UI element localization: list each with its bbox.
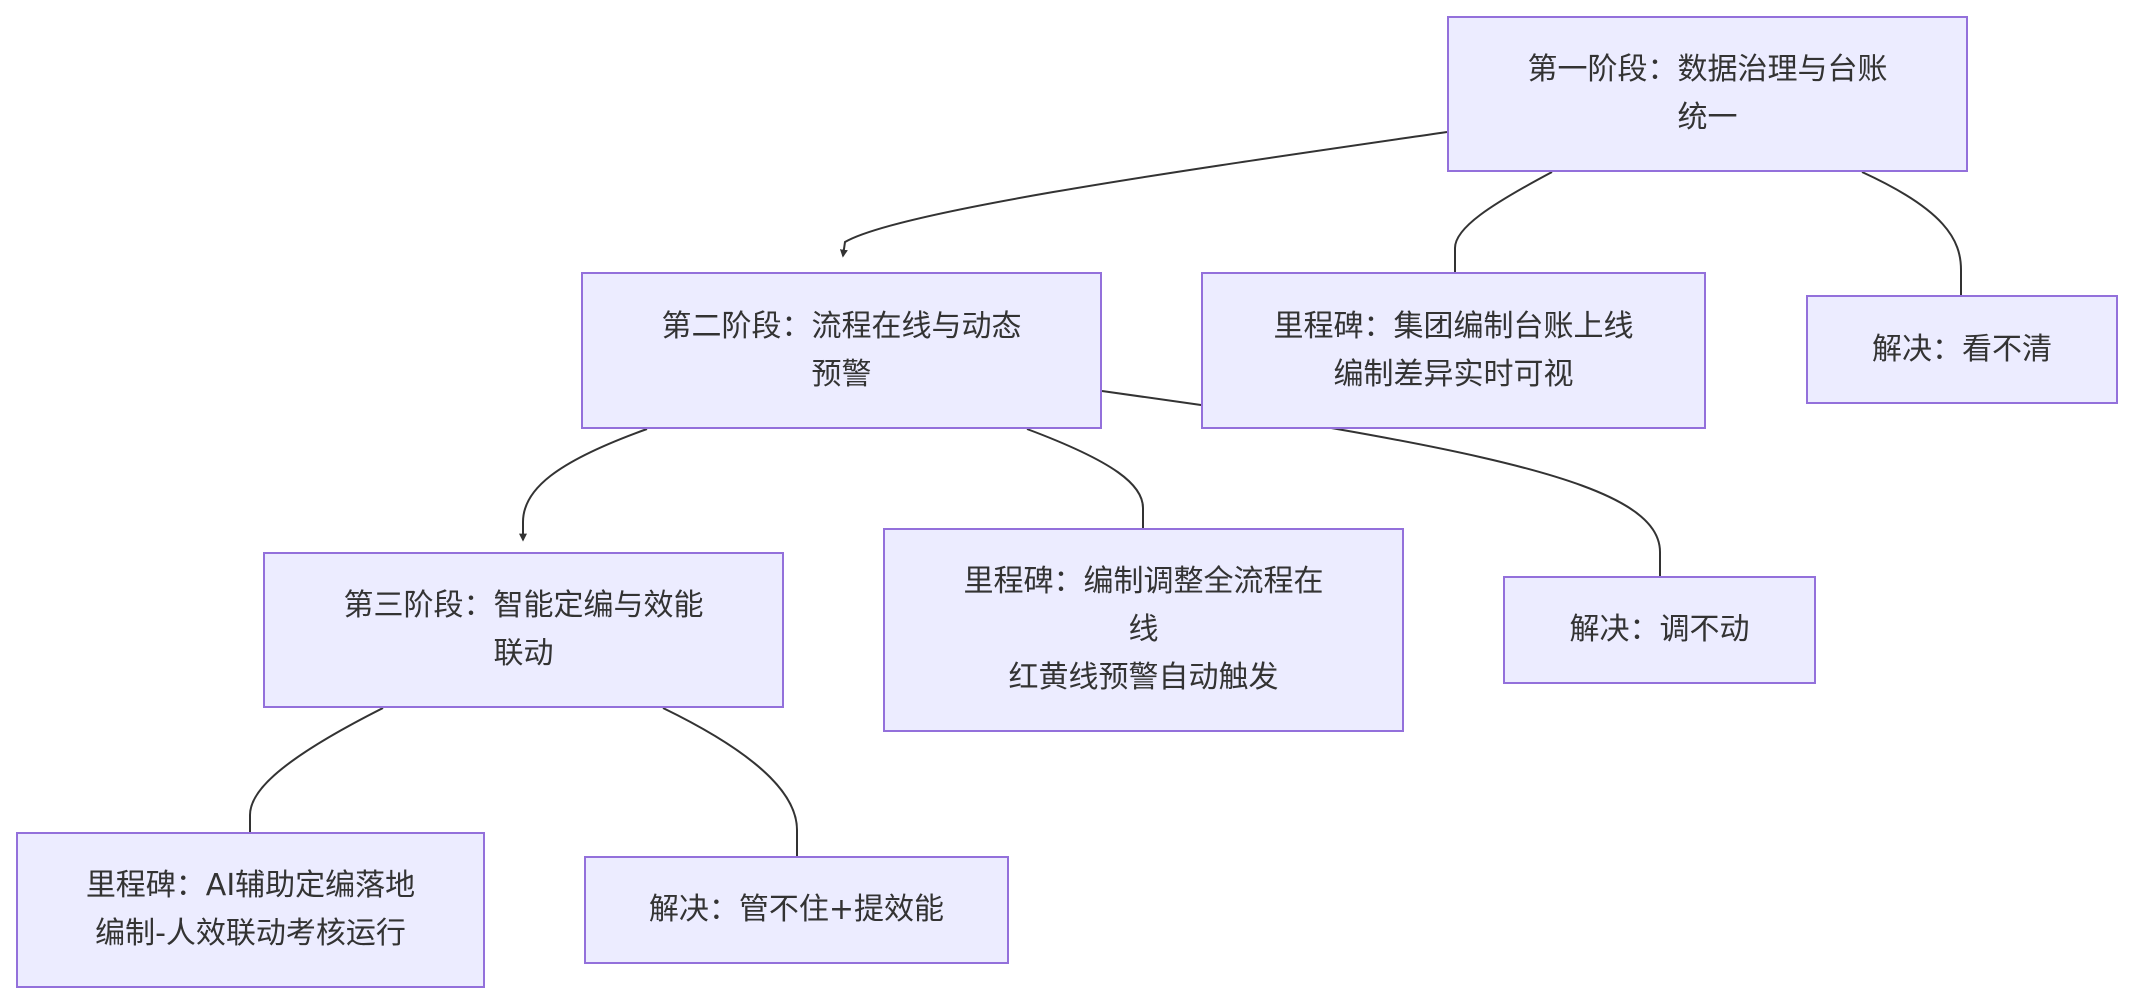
node-solve3[interactable]: 解决：管不住+提效能 [584,856,1009,964]
node-milestone1[interactable]: 里程碑：集团编制台账上线 编制差异实时可视 [1201,272,1706,429]
node-stage1[interactable]: 第一阶段：数据治理与台账 统一 [1447,16,1968,172]
node-stage3[interactable]: 第三阶段：智能定编与效能 联动 [263,552,784,708]
node-solve3-line-1: 解决：管不住+提效能 [648,892,945,927]
node-stage2-line-2: 预警 [811,356,872,392]
node-milestone1-line-2: 编制差异实时可视 [1333,356,1574,392]
edge-stage2-stage3 [519,428,648,542]
node-milestone3-line-1: 里程碑：AI辅助定编落地 [85,868,416,903]
edge-stage1-milestone1 [1454,171,1553,272]
node-stage3-line-1: 第三阶段：智能定编与效能 [343,588,704,623]
edge-stage1-stage2 [839,131,1448,258]
node-stage1-line-2: 统一 [1677,100,1738,135]
edge-stage3-milestone3 [249,707,384,832]
node-stage3-line-2: 联动 [493,636,554,671]
node-milestone2-line-2: 线 [1128,612,1159,647]
node-solve2[interactable]: 解决：调不动 [1503,576,1816,684]
edge-stage2-milestone2 [1026,428,1144,528]
node-milestone2-line-3: 红黄线预警自动触发 [1008,660,1279,695]
node-stage2[interactable]: 第二阶段：流程在线与动态 预警 [581,272,1102,429]
node-stage1-line-1: 第一阶段：数据治理与台账 [1527,52,1888,87]
node-milestone2[interactable]: 里程碑：编制调整全流程在 线 红黄线预警自动触发 [883,528,1404,732]
node-solve2-line-1: 解决：调不动 [1569,612,1750,647]
node-milestone2-line-1: 里程碑：编制调整全流程在 [963,564,1324,599]
edge-stage1-solve1 [1861,171,1962,295]
node-solve1[interactable]: 解决：看不清 [1806,295,2118,404]
node-solve1-line-1: 解决：看不清 [1872,331,2052,367]
node-milestone3-line-2: 编制-人效联动考核运行 [95,916,406,951]
node-milestone3[interactable]: 里程碑：AI辅助定编落地 编制-人效联动考核运行 [16,832,485,988]
edge-stage3-solve3 [662,707,798,856]
node-milestone1-line-1: 里程碑：集团编制台账上线 [1273,308,1634,344]
node-stage2-line-1: 第二阶段：流程在线与动态 [661,308,1022,344]
edge-stage2-solve2 [1101,390,1661,576]
